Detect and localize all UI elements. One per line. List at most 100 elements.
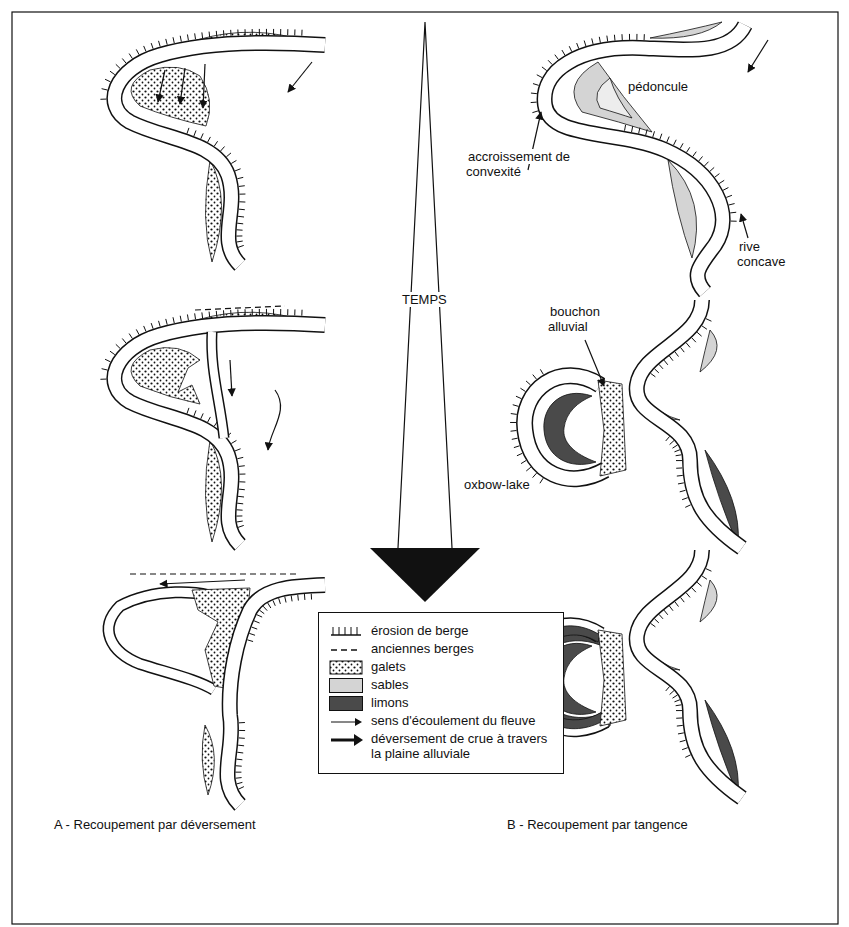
- label-text: A - Recoupement par déversement: [52, 817, 258, 832]
- label-text: TEMPS: [400, 292, 449, 307]
- legend-row: sables: [329, 678, 555, 693]
- legend-sample: [329, 732, 363, 747]
- erosion-tick: [122, 338, 126, 343]
- erosion-tick: [201, 413, 203, 418]
- erosion-tick: [531, 93, 537, 95]
- erosion-tick: [208, 417, 211, 422]
- erosion-tick: [693, 152, 697, 157]
- erosion-tick: [159, 41, 161, 47]
- erosion-tick: [520, 388, 525, 391]
- erosion-tick: [540, 369, 543, 374]
- erosion-tick: [723, 188, 728, 191]
- erosion-tick: [533, 84, 539, 86]
- erosion-tick: [136, 329, 139, 334]
- erosion-tick: [548, 60, 552, 64]
- erosion-tick: [555, 55, 559, 60]
- erosion-tick: [287, 29, 288, 35]
- erosion-tick: [239, 185, 245, 187]
- erosion-tick: [257, 615, 262, 617]
- river-channels: [100, 22, 768, 805]
- erosion-tick: [254, 621, 260, 623]
- erosion-tick: [673, 445, 678, 448]
- erosion-tick: [301, 30, 302, 36]
- erosion-tick: [632, 126, 633, 132]
- erosion-tick: [685, 505, 690, 508]
- erosion-tick: [651, 373, 656, 377]
- erosion-tick: [654, 619, 658, 623]
- erosion-tick: [513, 405, 519, 407]
- erosion-tick: [706, 569, 711, 572]
- erosion-tick: [268, 603, 271, 608]
- erosion-tick: [676, 460, 682, 461]
- river-bed: [114, 323, 325, 545]
- erosion-tick: [259, 610, 264, 614]
- erosion-tick: [166, 39, 167, 45]
- legend-text: galets: [371, 660, 406, 675]
- erosion-tick: [249, 633, 255, 635]
- erosion-tick: [704, 162, 708, 166]
- erosion-tick: [680, 143, 683, 148]
- stage-a3: [109, 574, 325, 805]
- erosion-tick: [511, 413, 517, 415]
- erosion-tick: [674, 140, 677, 145]
- erosion-tick: [239, 209, 245, 211]
- erosion-tick: [674, 450, 680, 452]
- erosion-tick: [692, 338, 696, 342]
- erosion-tick: [670, 691, 674, 695]
- erosion-tick: [673, 695, 678, 698]
- erosion-tick: [180, 36, 181, 42]
- erosion-tick: [287, 309, 288, 315]
- river-bank: [637, 300, 742, 548]
- erosion-tick: [238, 496, 244, 498]
- legend-sample: [329, 624, 363, 639]
- erosion-tick: [245, 29, 246, 35]
- erosion-tick: [273, 29, 274, 35]
- erosion-tick: [230, 310, 231, 316]
- deposit: [205, 160, 221, 262]
- erosion-tick: [537, 75, 542, 78]
- deposit: [700, 580, 717, 622]
- erosion-tick: [266, 29, 267, 35]
- erosion-tick: [151, 43, 153, 49]
- erosion-tick: [237, 177, 243, 178]
- erosion-tick: [599, 37, 600, 43]
- erosion-tick: [238, 525, 244, 527]
- erosion-tick: [659, 614, 663, 618]
- erosion-tick: [686, 593, 690, 598]
- erosion-tick: [129, 334, 132, 339]
- erosion-tick: [517, 453, 522, 455]
- erosion-tick: [279, 598, 281, 604]
- erosion-tick: [675, 352, 679, 357]
- erosion-tick: [180, 316, 181, 322]
- erosion-tick: [201, 32, 203, 38]
- deposit: [598, 380, 626, 476]
- erosion-tick: [236, 235, 242, 236]
- erosion-tick: [237, 752, 243, 754]
- erosion-tick: [273, 600, 275, 605]
- legend-text: érosion de berge: [371, 624, 469, 639]
- erosion-tick: [173, 37, 174, 43]
- legend-row: galets: [329, 660, 555, 675]
- erosion-tick: [238, 245, 244, 247]
- erosion-tick: [660, 134, 662, 140]
- deposit: [544, 393, 596, 464]
- erosion-tick: [239, 730, 245, 731]
- erosion-tick: [209, 312, 211, 318]
- time-arrow: [370, 22, 480, 602]
- part-label: oxbow-lake: [462, 478, 552, 493]
- erosion-tick: [280, 309, 281, 315]
- erosion-tick: [521, 460, 526, 463]
- erosion-tick: [659, 364, 663, 368]
- erosion-tick: [664, 360, 668, 365]
- flow-arrow: [158, 70, 165, 102]
- erosion-tick: [216, 311, 218, 317]
- label-text: oxbow-lake: [462, 477, 532, 492]
- erosion-tick: [629, 34, 630, 40]
- river-bank: [114, 323, 325, 545]
- erosion-tick: [526, 467, 531, 471]
- flow-arrow: [160, 580, 245, 584]
- erosion-tick: [577, 43, 579, 49]
- erosion-tick: [214, 141, 217, 146]
- erosion-tick: [201, 133, 203, 138]
- part-label: pédoncule: [626, 80, 706, 95]
